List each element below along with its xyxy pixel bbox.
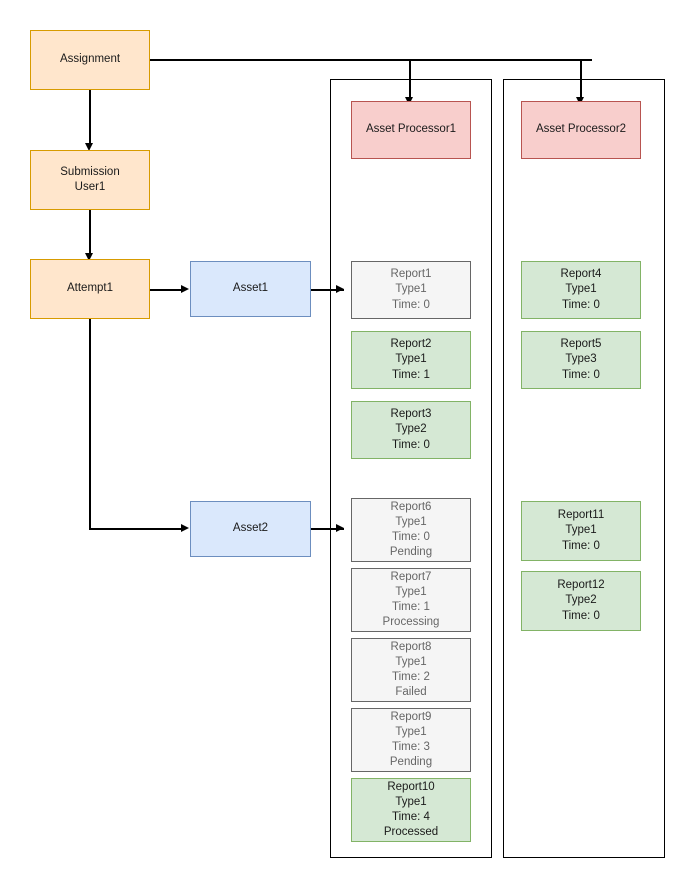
report-time: Time: 4 bbox=[392, 811, 430, 823]
node-submission[interactable]: Submission User1 bbox=[30, 150, 150, 210]
edge-attempt-asset1 bbox=[150, 289, 183, 291]
node-asset-processor2-label: Asset Processor2 bbox=[535, 123, 627, 136]
arrowhead-asset2 bbox=[181, 524, 189, 532]
report-type: Type1 bbox=[395, 283, 427, 296]
report-card[interactable]: Report10 Type1 Time: 4 Processed bbox=[351, 778, 471, 842]
node-submission-label-2: User1 bbox=[74, 181, 106, 193]
node-assignment-label: Assignment bbox=[59, 53, 121, 66]
node-asset-processor2[interactable]: Asset Processor2 bbox=[521, 101, 641, 159]
report-type: Type1 bbox=[395, 725, 427, 738]
report-status: Failed bbox=[395, 686, 427, 699]
report-time: Time: 0 bbox=[562, 298, 600, 311]
node-assignment[interactable]: Assignment bbox=[30, 30, 150, 90]
arrowhead-report1 bbox=[336, 285, 344, 293]
report-name: Report2 bbox=[390, 338, 432, 351]
report-type: Type1 bbox=[565, 524, 597, 537]
node-attempt1[interactable]: Attempt1 bbox=[30, 259, 150, 319]
node-asset1-label: Asset1 bbox=[232, 282, 269, 295]
report-type: Type1 bbox=[395, 655, 427, 668]
report-name: Report5 bbox=[560, 338, 602, 351]
report-name: Report1 bbox=[390, 268, 432, 281]
report-name: Report6 bbox=[390, 500, 432, 513]
report-type: Type1 bbox=[565, 283, 597, 296]
report-type: Type3 bbox=[565, 353, 597, 366]
edge-assignment-bus bbox=[150, 59, 592, 61]
node-asset2[interactable]: Asset2 bbox=[190, 501, 311, 557]
node-submission-label-1: Submission bbox=[60, 165, 120, 178]
arrowhead-report6 bbox=[336, 524, 344, 532]
report-card[interactable]: Report4 Type1 Time: 0 bbox=[521, 261, 641, 319]
report-card[interactable]: Report3 Type2 Time: 0 bbox=[351, 401, 471, 459]
edge-submission-attempt bbox=[89, 210, 91, 255]
edge-attempt-down bbox=[89, 319, 91, 530]
report-card[interactable]: Report6 Type1 Time: 0 Pending bbox=[351, 498, 471, 562]
report-name: Report9 bbox=[390, 710, 432, 723]
report-type: Type2 bbox=[565, 594, 597, 607]
report-time: Time: 0 bbox=[562, 609, 600, 622]
node-asset-processor1[interactable]: Asset Processor1 bbox=[351, 101, 471, 159]
node-attempt1-label: Attempt1 bbox=[66, 282, 114, 295]
processor1-panel bbox=[330, 79, 492, 858]
report-status: Processed bbox=[383, 826, 439, 839]
edge-attempt-asset2 bbox=[89, 528, 183, 530]
report-name: Report10 bbox=[387, 780, 435, 793]
report-card[interactable]: Report9 Type1 Time: 3 Pending bbox=[351, 708, 471, 772]
report-name: Report7 bbox=[390, 570, 432, 583]
report-status: Pending bbox=[389, 756, 433, 769]
report-name: Report4 bbox=[560, 268, 602, 281]
report-time: Time: 1 bbox=[392, 601, 430, 613]
report-time: Time: 0 bbox=[392, 298, 430, 311]
report-time: Time: 0 bbox=[562, 368, 600, 381]
arrowhead-attempt bbox=[85, 253, 93, 261]
report-time: Time: 0 bbox=[392, 531, 430, 543]
report-card[interactable]: Report11 Type1 Time: 0 bbox=[521, 501, 641, 561]
report-time: Time: 0 bbox=[392, 438, 430, 451]
arrowhead-submission bbox=[85, 143, 93, 151]
report-type: Type1 bbox=[395, 795, 427, 808]
arrowhead-asset1 bbox=[181, 285, 189, 293]
report-status: Processing bbox=[382, 616, 440, 629]
edge-asset2-report6 bbox=[311, 528, 344, 530]
report-name: Report11 bbox=[557, 509, 605, 522]
report-time: Time: 3 bbox=[392, 741, 430, 753]
edge-asset1-report1 bbox=[311, 289, 344, 291]
report-name: Report8 bbox=[390, 640, 432, 653]
report-type: Type1 bbox=[395, 353, 427, 366]
report-type: Type2 bbox=[395, 423, 427, 436]
report-card[interactable]: Report5 Type3 Time: 0 bbox=[521, 331, 641, 389]
report-type: Type1 bbox=[395, 585, 427, 598]
report-card[interactable]: Report2 Type1 Time: 1 bbox=[351, 331, 471, 389]
report-card[interactable]: Report12 Type2 Time: 0 bbox=[521, 571, 641, 631]
report-name: Report3 bbox=[390, 408, 432, 421]
node-asset-processor1-label: Asset Processor1 bbox=[365, 123, 457, 136]
report-card[interactable]: Report7 Type1 Time: 1 Processing bbox=[351, 568, 471, 632]
edge-bus-to-processor1 bbox=[409, 59, 411, 99]
report-time: Time: 1 bbox=[392, 368, 430, 381]
report-status: Pending bbox=[389, 546, 433, 559]
node-asset2-label: Asset2 bbox=[232, 522, 269, 535]
report-card[interactable]: Report8 Type1 Time: 2 Failed bbox=[351, 638, 471, 702]
report-time: Time: 2 bbox=[392, 671, 430, 683]
edge-assignment-submission bbox=[89, 90, 91, 145]
report-type: Type1 bbox=[395, 515, 427, 528]
report-time: Time: 0 bbox=[562, 539, 600, 552]
report-name: Report12 bbox=[557, 579, 605, 592]
edge-bus-to-processor2 bbox=[580, 59, 582, 99]
processor2-panel bbox=[503, 79, 665, 858]
report-card[interactable]: Report1 Type1 Time: 0 bbox=[351, 261, 471, 319]
node-asset1[interactable]: Asset1 bbox=[190, 261, 311, 317]
